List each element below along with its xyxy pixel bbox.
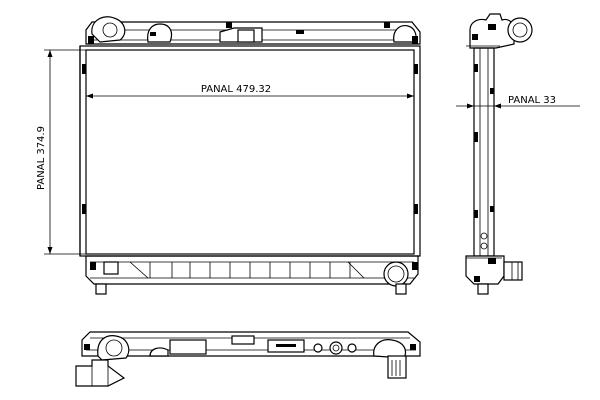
bottom-tank bbox=[85, 255, 419, 295]
height-dimension-label: PANAL 374.9 bbox=[36, 126, 47, 190]
side-view: PANAL 33 bbox=[456, 13, 580, 295]
top-tank bbox=[85, 16, 421, 45]
radiator-core bbox=[79, 45, 421, 257]
depth-dimension: PANAL 33 bbox=[456, 95, 580, 109]
width-dimension: PANAL 479.32 bbox=[86, 82, 414, 99]
depth-dimension-label: PANAL 33 bbox=[508, 95, 556, 106]
width-dimension-label: PANAL 479.32 bbox=[201, 84, 271, 95]
height-dimension: PANAL 374.9 bbox=[36, 49, 86, 255]
front-view: PANAL 479.32 PANAL 374.9 bbox=[36, 16, 421, 295]
bottom-view bbox=[75, 331, 421, 387]
